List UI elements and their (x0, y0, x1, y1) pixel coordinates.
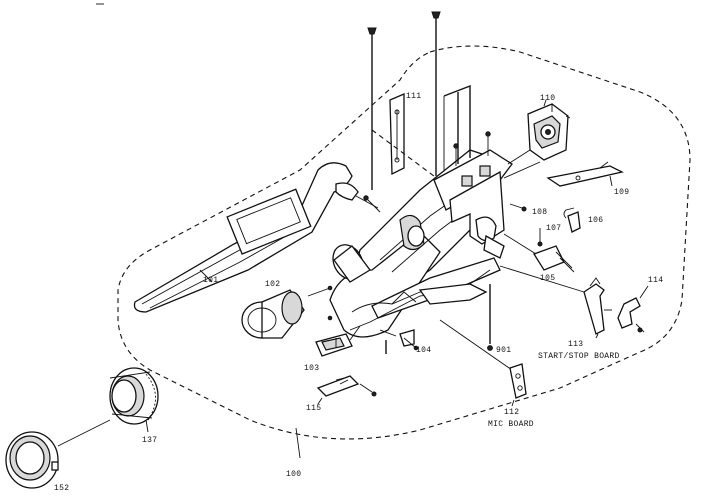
label-102: 102 (265, 280, 280, 289)
screw-small-2 (485, 131, 491, 156)
label-114: 114 (648, 276, 663, 285)
label-109: 109 (614, 188, 629, 197)
screw-top-left (367, 27, 377, 190)
label-108: 108 (532, 208, 547, 217)
leader-101 (199, 269, 213, 283)
leader-100 (295, 427, 301, 459)
label-101: 101 (203, 276, 218, 285)
label-110: 110 (540, 94, 555, 103)
screw-102b (327, 315, 333, 321)
part-111-bracket (389, 84, 471, 176)
part-137-lens-ring (109, 367, 159, 425)
label-113-name: START/STOP BOARD (538, 352, 620, 361)
label-152: 152 (54, 484, 69, 493)
label-137: 137 (142, 436, 157, 445)
assembly-boundary (117, 45, 691, 440)
guide-113 (499, 265, 585, 293)
leader-109 (609, 175, 613, 187)
part-152-lens-cap (5, 431, 59, 489)
guide-152 (57, 419, 111, 447)
guide-104 (403, 337, 417, 349)
guide-105 (503, 233, 537, 255)
label-115: 115 (306, 404, 321, 413)
label-104: 104 (416, 346, 431, 355)
leader-110 (543, 99, 547, 107)
part-112-mic-board (509, 363, 527, 399)
label-100: 100 (286, 470, 301, 479)
leader-114 (639, 285, 649, 299)
screw-left-101 (363, 195, 381, 213)
part-110-motor (527, 103, 571, 161)
part-108-screw (509, 203, 527, 212)
part-901-screw (487, 284, 493, 351)
part-113-start-stop-board (583, 277, 612, 335)
label-103: 103 (304, 364, 319, 373)
label-112: 112 (504, 408, 519, 417)
label-105: 105 (540, 274, 555, 283)
upper-mechanism-block (433, 149, 513, 259)
leader-137 (145, 419, 149, 433)
part-101-flex-board (133, 162, 379, 313)
guide-112 (439, 319, 513, 371)
part-107-screw (537, 228, 543, 247)
part-104-bracket (379, 329, 415, 354)
label-113: 113 (568, 340, 583, 349)
leader-115 (317, 397, 323, 405)
part-102-lens (241, 244, 371, 339)
guide-line-111 (371, 129, 435, 177)
label-901: 901 (496, 346, 511, 355)
part-114-bracket (617, 297, 645, 333)
guide-102 (307, 287, 331, 297)
label-107: 107 (546, 224, 561, 233)
label-111: 111 (406, 92, 421, 101)
screw-102 (327, 285, 333, 291)
guide-103 (349, 325, 361, 341)
leader-112 (511, 399, 515, 407)
leader-113 (595, 333, 599, 339)
part-106-clip (563, 207, 581, 233)
part-105-board (533, 245, 575, 273)
guide-110 (507, 149, 531, 165)
part-109-plate (546, 161, 624, 187)
label-106: 106 (588, 216, 603, 225)
part-103-connector (315, 333, 353, 357)
part-115-bracket (316, 375, 377, 397)
guide-109 (503, 161, 541, 179)
label-112-name: MIC BOARD (488, 420, 534, 429)
screw-small-1 (453, 143, 459, 166)
screw-top-center (431, 11, 441, 176)
